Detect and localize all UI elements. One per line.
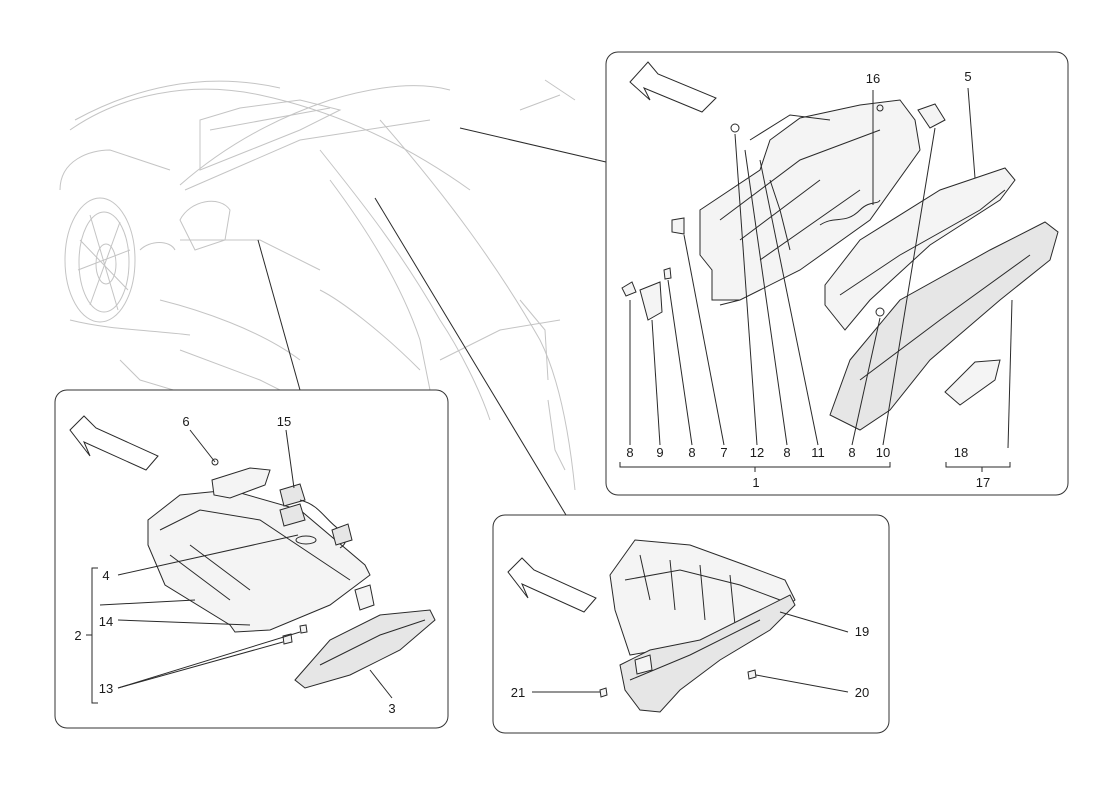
callout-13: 13 (99, 681, 113, 696)
group-bracket-2 (86, 567, 98, 704)
leader-lines-top-right (629, 87, 1013, 449)
direction-arrow-icon (69, 415, 159, 471)
callout-18: 18 (954, 445, 968, 460)
callout-15: 15 (277, 414, 291, 429)
callout-20: 20 (855, 685, 869, 700)
direction-arrow-icon (507, 557, 597, 613)
leader-lines-bottom-left (99, 429, 393, 699)
callout-5: 5 (964, 69, 971, 84)
callout-7: 7 (720, 445, 727, 460)
callout-10: 10 (876, 445, 890, 460)
direction-arrow-icon (629, 61, 717, 113)
callout-17: 17 (976, 475, 990, 490)
callout-19: 19 (855, 624, 869, 639)
callout-4: 4 (102, 568, 109, 583)
callout-14: 14 (99, 614, 113, 629)
callout-16: 16 (866, 71, 880, 86)
callout-8-d: 8 (848, 445, 855, 460)
callout-21: 21 (511, 685, 525, 700)
callout-3: 3 (388, 701, 395, 716)
leader-lines-bottom-right (532, 611, 849, 693)
group-bracket-1 (619, 462, 891, 472)
panel-bottom-right: 19 20 21 (492, 514, 890, 734)
callout-8-b: 8 (688, 445, 695, 460)
group-bracket-17 (945, 462, 1011, 472)
callout-8-a: 8 (626, 445, 633, 460)
panel-leader-lines (257, 127, 607, 516)
callout-2: 2 (74, 628, 81, 643)
callout-12: 12 (750, 445, 764, 460)
panel-bottom-left: 6 15 4 14 13 2 3 (54, 389, 449, 729)
car-background-sketch (59, 79, 576, 491)
callout-8-c: 8 (783, 445, 790, 460)
callout-11: 11 (811, 445, 825, 460)
callout-6: 6 (182, 414, 189, 429)
callout-9: 9 (656, 445, 663, 460)
callout-1: 1 (752, 475, 759, 490)
panel-top-right: 8 9 8 7 12 8 11 8 10 16 5 1 18 17 (605, 51, 1069, 496)
